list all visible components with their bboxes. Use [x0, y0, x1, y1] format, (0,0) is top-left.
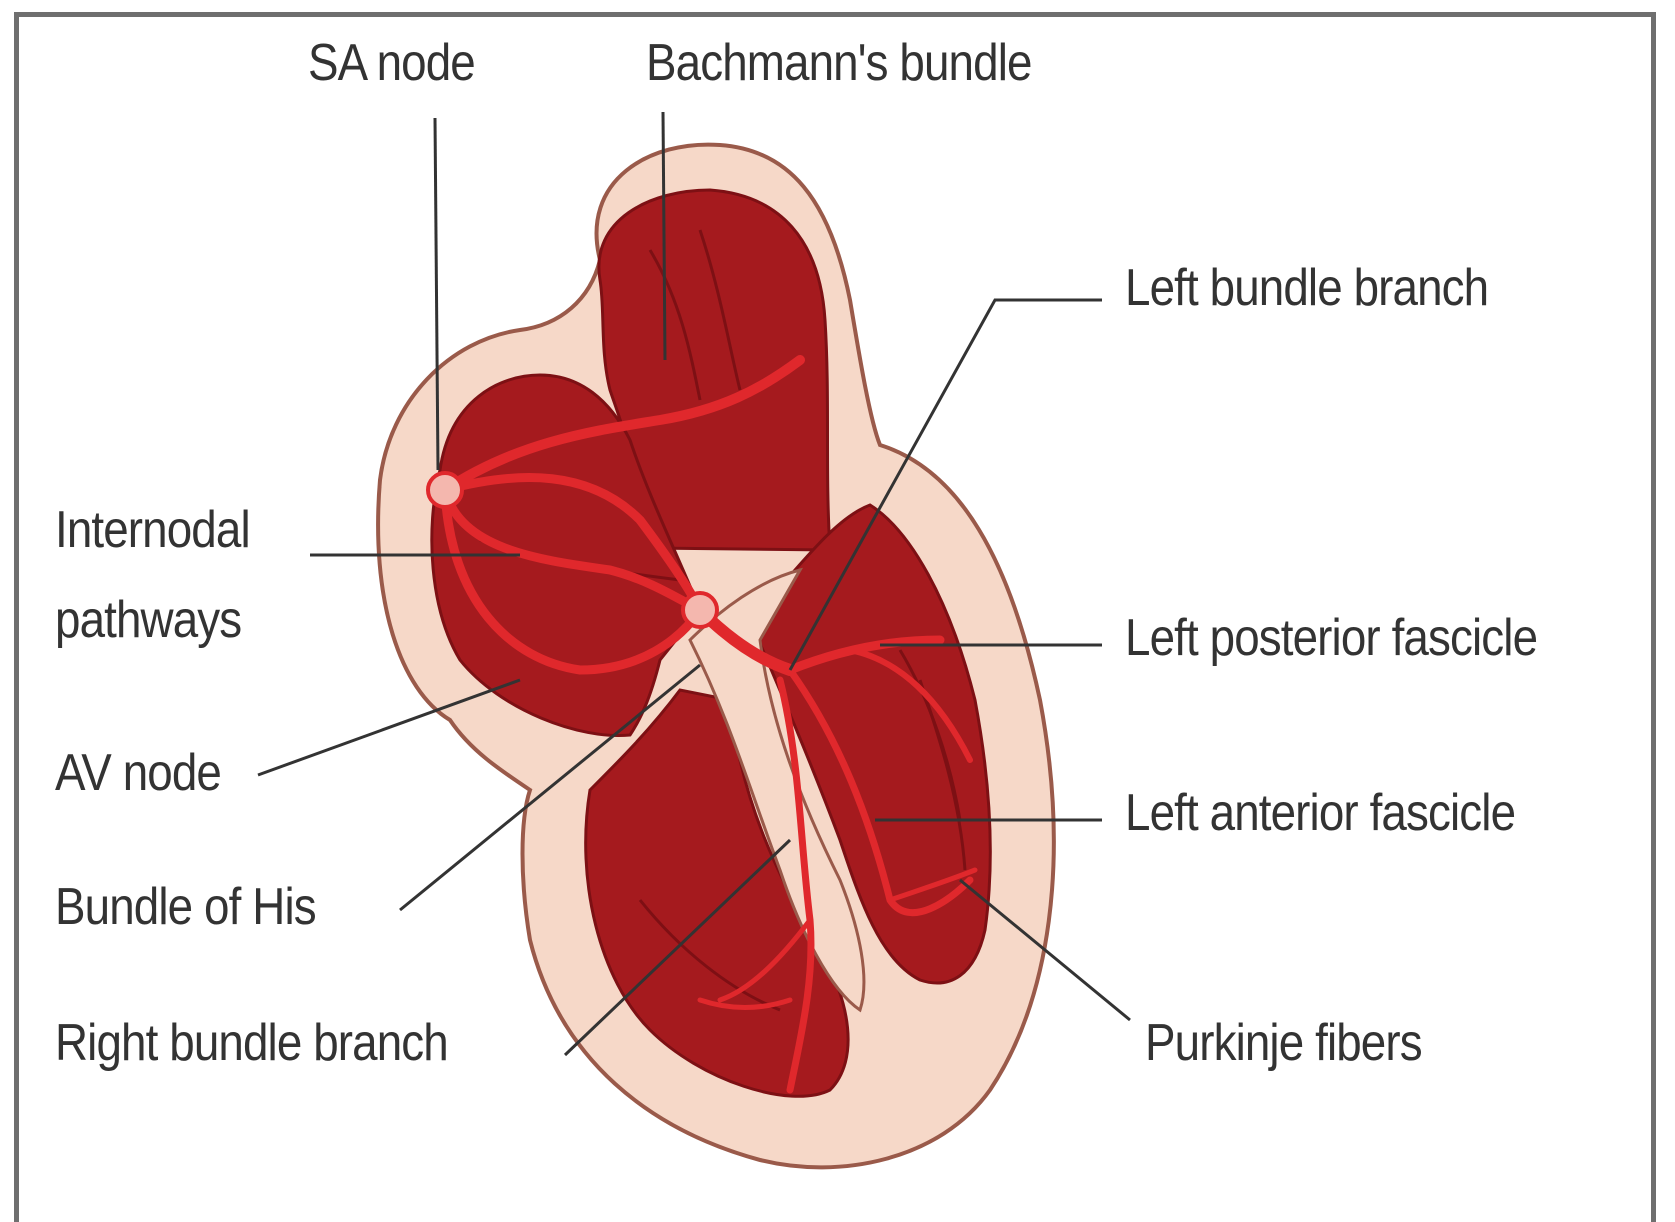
av-node-marker [683, 593, 717, 627]
label-bundle-of-his: Bundle of His [55, 874, 316, 942]
label-bachmanns-bundle: Bachmann's bundle [646, 30, 1032, 98]
bachmanns-bundle-leader [663, 112, 665, 360]
label-purkinje-fibers: Purkinje fibers [1145, 1010, 1422, 1078]
label-left-posterior-fascicle: Left posterior fascicle [1125, 605, 1537, 673]
label-sa-node: SA node [308, 30, 475, 98]
label-right-bundle-branch: Right bundle branch [55, 1010, 448, 1078]
label-left-bundle-branch: Left bundle branch [1125, 255, 1488, 323]
sa-node-marker [428, 473, 462, 507]
label-internodal-line2: pathways [55, 587, 241, 655]
label-internodal-line1: Internodal [55, 497, 250, 565]
label-av-node: AV node [55, 740, 221, 808]
label-left-anterior-fascicle: Left anterior fascicle [1125, 780, 1515, 848]
